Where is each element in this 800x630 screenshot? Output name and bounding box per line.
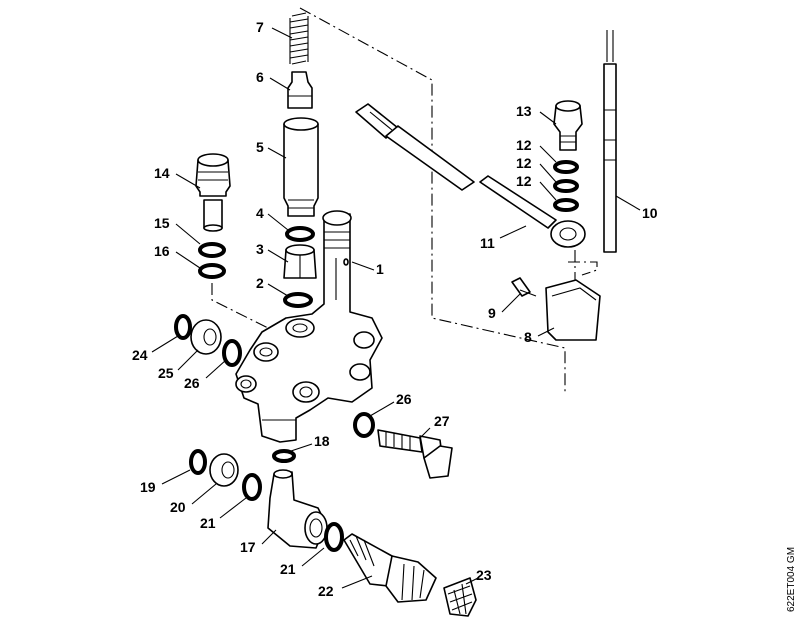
label-part-16: 16 — [154, 243, 170, 259]
o-ring-19 — [189, 449, 207, 475]
bracket — [545, 279, 601, 341]
valve-plug — [195, 153, 231, 232]
label-part-12-top: 12 — [516, 137, 532, 153]
label-part-21-upper: 21 — [200, 515, 216, 531]
hex-nut — [283, 244, 317, 279]
o-ring-16 — [198, 263, 226, 279]
label-part-14: 14 — [154, 165, 170, 181]
label-part-26-left: 26 — [184, 375, 200, 391]
label-part-13: 13 — [516, 103, 532, 119]
label-part-21-lower: 21 — [280, 561, 296, 577]
o-ring-18 — [272, 449, 296, 463]
label-part-8: 8 — [524, 329, 532, 345]
label-part-6: 6 — [256, 69, 264, 85]
label-part-22: 22 — [318, 583, 334, 599]
label-part-15: 15 — [154, 215, 170, 231]
o-ring-12-middle — [553, 179, 579, 193]
label-part-12-bottom: 12 — [516, 173, 532, 189]
label-part-2: 2 — [256, 275, 264, 291]
label-part-10: 10 — [642, 205, 658, 221]
label-part-26-right: 26 — [396, 391, 412, 407]
nipple — [343, 533, 437, 603]
screw-plug — [553, 100, 583, 151]
washer-20 — [209, 453, 239, 487]
spring — [289, 12, 309, 65]
o-ring-26-right — [353, 412, 375, 438]
control-rod — [603, 30, 617, 253]
o-ring-4 — [285, 226, 315, 242]
label-part-5: 5 — [256, 139, 264, 155]
label-part-23: 23 — [476, 567, 492, 583]
label-part-18: 18 — [314, 433, 330, 449]
o-ring-12-top — [553, 160, 579, 174]
o-ring-15 — [198, 242, 226, 258]
drawing-code: 622ET004 GM — [786, 547, 797, 612]
label-part-11: 11 — [480, 235, 495, 251]
label-part-4: 4 — [256, 205, 264, 221]
valve-cone — [287, 71, 313, 109]
label-part-9: 9 — [488, 305, 496, 321]
strainer — [443, 577, 477, 617]
elbow-connector — [267, 469, 328, 549]
o-ring-2 — [283, 292, 313, 308]
o-ring-26-left — [222, 339, 242, 367]
label-part-27: 27 — [434, 413, 450, 429]
screw — [511, 277, 537, 297]
o-ring-12-bottom — [553, 198, 579, 212]
callout-labels: 7 6 5 4 3 2 1 14 15 16 13 12 12 12 10 11… — [132, 19, 658, 599]
label-part-3: 3 — [256, 241, 264, 257]
o-ring-21-lower — [324, 522, 344, 552]
pipe-with-banjo — [355, 103, 586, 248]
hollow-bolt — [377, 429, 453, 479]
washer-25 — [190, 319, 222, 355]
leader-lines — [151, 27, 641, 589]
label-part-7: 7 — [256, 19, 264, 35]
cylinder-sleeve — [283, 117, 319, 217]
o-ring-24 — [174, 314, 192, 340]
label-part-19: 19 — [140, 479, 156, 495]
o-ring-21-upper — [242, 473, 262, 501]
label-part-24: 24 — [132, 347, 148, 363]
label-part-12-middle: 12 — [516, 155, 532, 171]
pump-housing — [235, 210, 383, 443]
label-part-1: 1 — [376, 261, 384, 277]
label-part-25: 25 — [158, 365, 174, 381]
label-part-17: 17 — [240, 539, 256, 555]
label-part-20: 20 — [170, 499, 186, 515]
